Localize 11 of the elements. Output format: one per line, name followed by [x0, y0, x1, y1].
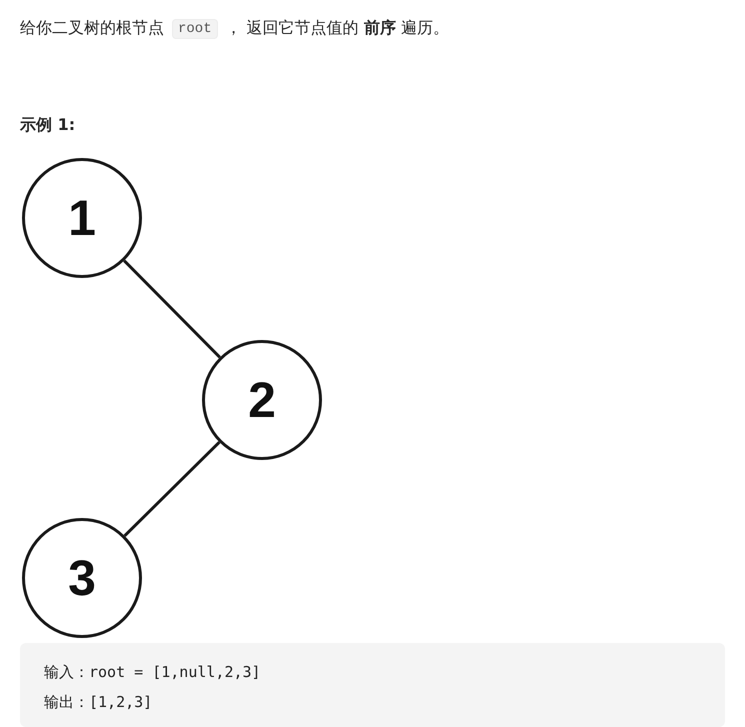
- tree-edge: [123, 260, 221, 358]
- inline-code: root: [172, 18, 218, 38]
- code-line: 输出：[1,2,3]: [44, 693, 152, 712]
- tree-edge: [124, 441, 220, 537]
- description-text: 给你二叉树的根节点: [20, 18, 164, 39]
- example-heading: 示例 1:: [20, 115, 76, 136]
- description-text: ， 返回它节点值的 前序 遍历。: [226, 18, 449, 39]
- tree-node-circle: 1: [22, 158, 142, 278]
- tree-node-circle: 2: [202, 340, 322, 460]
- tree-node-circle: 3: [22, 518, 142, 638]
- code-line: 输入：root = [1,null,2,3]: [44, 663, 261, 682]
